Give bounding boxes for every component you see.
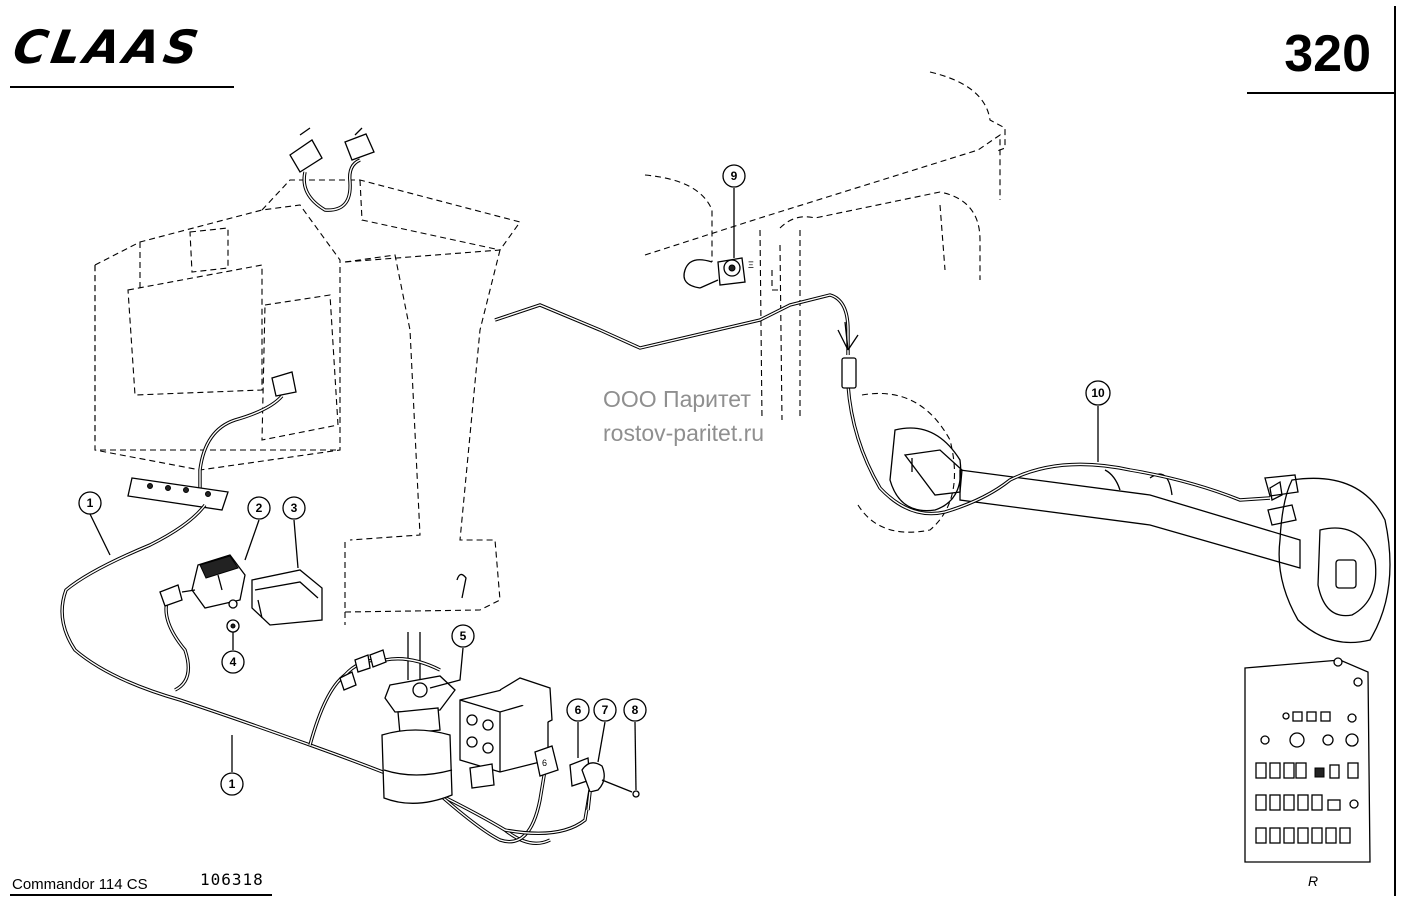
plug-connector-lower: 6: [534, 745, 559, 777]
callout-8[interactable]: 8: [623, 698, 647, 722]
callout-label: 10: [1091, 386, 1105, 400]
footer-mark: R: [1308, 873, 1319, 889]
callout-7[interactable]: 7: [593, 698, 617, 722]
svg-text:6: 6: [542, 758, 547, 768]
callout-2[interactable]: 2: [247, 496, 271, 520]
steering-console: [344, 249, 501, 625]
callout-3[interactable]: 3: [282, 496, 306, 520]
panel-row-3: [1255, 762, 1359, 779]
page-number: 320: [1284, 25, 1371, 83]
footer-code: 106318: [200, 870, 264, 889]
callout-6[interactable]: 6: [566, 698, 590, 722]
page-number-underline: [1247, 92, 1395, 94]
chassis-frame: [644, 71, 1006, 421]
callout-label: 9: [731, 169, 738, 183]
callout-10[interactable]: 10: [1085, 380, 1111, 406]
footer-underline: [10, 894, 272, 896]
callout-label: 1: [229, 777, 236, 791]
callout-1-lower[interactable]: 1: [220, 772, 244, 796]
cab-drop-cable: [127, 371, 297, 511]
hydraulic-block: [459, 677, 553, 789]
logo-underline: [10, 86, 234, 88]
footer-model: Commandor 114 CS: [12, 876, 148, 893]
panel-row-2: [1260, 732, 1359, 748]
callout-label: 7: [602, 703, 609, 717]
panel-row-5: [1255, 827, 1351, 844]
sensor-9: Ξ: [683, 257, 754, 289]
panel-row-4: [1255, 794, 1359, 811]
nut-4: [226, 619, 240, 633]
rear-axle-assembly: [857, 392, 1391, 644]
panel-row-1: [1282, 711, 1357, 723]
rear-harness-10: [837, 321, 1283, 516]
top-plug-connectors: [289, 127, 375, 212]
callout-label: 8: [632, 703, 639, 717]
harness-1: [60, 503, 592, 845]
callout-label: 5: [460, 629, 467, 643]
control-panel: [1244, 657, 1371, 863]
watermark-company: ООО Паритет: [603, 386, 751, 412]
cover-3: [251, 569, 323, 626]
parts-6-7-8: [569, 757, 640, 811]
callout-label: 2: [256, 501, 263, 515]
switch-2: [159, 554, 246, 609]
callout-label: 4: [230, 655, 237, 669]
steering-unit-5: [339, 632, 456, 804]
cab-housing: [94, 179, 521, 471]
callout-label: 6: [575, 703, 582, 717]
callout-label: 1: [87, 496, 94, 510]
svg-text:Ξ: Ξ: [748, 260, 754, 270]
callout-label: 3: [291, 501, 298, 515]
watermark-url: rostov-paritet.ru: [603, 420, 765, 446]
callout-1-upper[interactable]: 1: [78, 491, 102, 515]
watermark: ООО Паритет rostov-paritet.ru: [603, 382, 764, 450]
frame-right-border: [1394, 6, 1396, 896]
callout-9[interactable]: 9: [722, 164, 746, 188]
leader-lines: [89, 188, 1099, 791]
main-harness-route: [494, 293, 850, 355]
callout-5[interactable]: 5: [451, 624, 475, 648]
callout-4[interactable]: 4: [221, 650, 245, 674]
